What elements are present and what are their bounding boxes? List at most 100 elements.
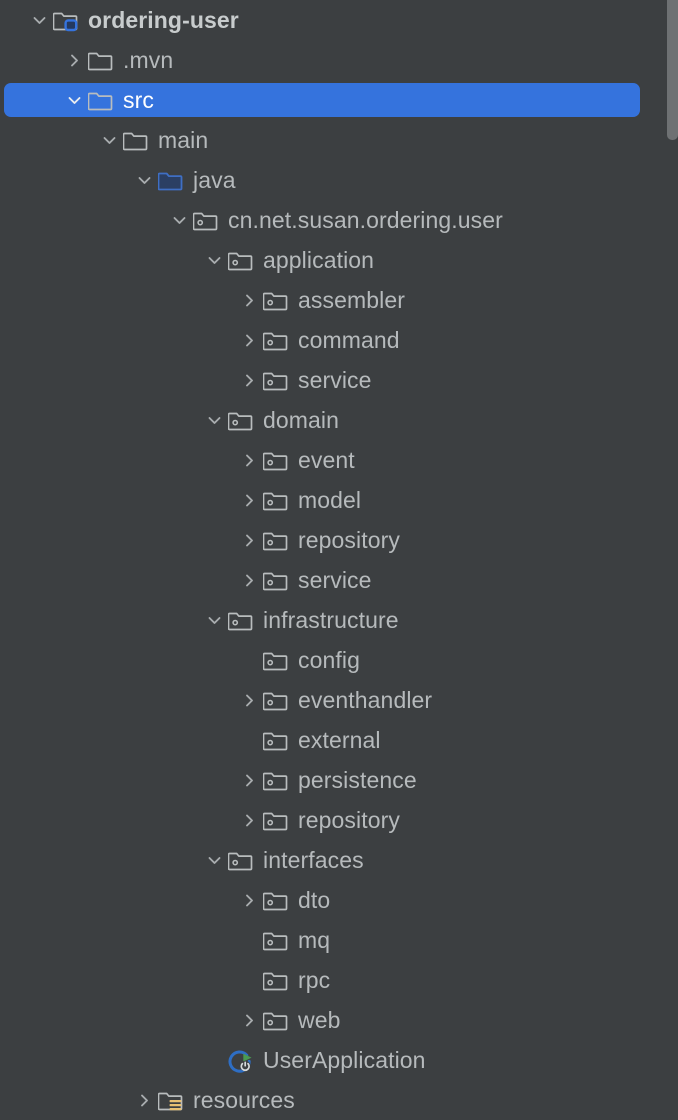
package-icon [262, 320, 292, 360]
chevron-placeholder [236, 640, 262, 680]
tree-row[interactable]: interfaces [0, 840, 678, 880]
chevron-right-icon[interactable] [236, 520, 262, 560]
tree-row[interactable]: infrastructure [0, 600, 678, 640]
package-icon [262, 960, 292, 1000]
tree-row[interactable]: persistence [0, 760, 678, 800]
package-icon [262, 560, 292, 600]
tree-row[interactable]: repository [0, 800, 678, 840]
package-icon [262, 920, 292, 960]
tree-row[interactable]: src [0, 80, 678, 120]
tree-row-label: web [298, 1007, 341, 1033]
tree-row[interactable]: assembler [0, 280, 678, 320]
tree-row[interactable]: resources [0, 1080, 678, 1120]
tree-row[interactable]: cn.net.susan.ordering.user [0, 200, 678, 240]
tree-row[interactable]: command [0, 320, 678, 360]
chevron-right-icon[interactable] [236, 440, 262, 480]
package-icon [262, 800, 292, 840]
vertical-scrollbar-thumb[interactable] [667, 0, 678, 140]
tree-row[interactable]: application [0, 240, 678, 280]
chevron-right-icon[interactable] [131, 1080, 157, 1120]
tree-row[interactable]: ordering-user [0, 0, 678, 40]
package-icon [262, 760, 292, 800]
tree-row[interactable]: eventhandler [0, 680, 678, 720]
chevron-right-icon[interactable] [236, 360, 262, 400]
tree-row[interactable]: java [0, 160, 678, 200]
chevron-right-icon[interactable] [236, 800, 262, 840]
tree-row-label: eventhandler [298, 687, 433, 713]
chevron-right-icon[interactable] [236, 760, 262, 800]
tree-row-label: domain [263, 407, 340, 433]
resources-folder-icon [157, 1080, 187, 1120]
chevron-right-icon[interactable] [236, 560, 262, 600]
chevron-down-icon[interactable] [201, 600, 227, 640]
tree-row[interactable]: service [0, 560, 678, 600]
tree-row-label: service [298, 367, 372, 393]
chevron-down-icon[interactable] [26, 0, 52, 40]
chevron-down-icon[interactable] [201, 840, 227, 880]
folder-icon [87, 40, 117, 80]
tree-row-label: resources [193, 1087, 295, 1113]
chevron-down-icon[interactable] [61, 80, 87, 120]
source-root-folder-icon [157, 160, 187, 200]
chevron-right-icon[interactable] [236, 320, 262, 360]
tree-row[interactable]: mq [0, 920, 678, 960]
tree-row-label: cn.net.susan.ordering.user [228, 207, 503, 233]
chevron-right-icon[interactable] [236, 680, 262, 720]
tree-row-label: infrastructure [263, 607, 399, 633]
tree-row[interactable]: UserApplication [0, 1040, 678, 1080]
tree-row[interactable]: domain [0, 400, 678, 440]
package-icon [262, 280, 292, 320]
tree-row-label: command [298, 327, 400, 353]
package-icon [227, 840, 257, 880]
tree-row[interactable]: web [0, 1000, 678, 1040]
tree-row[interactable]: main [0, 120, 678, 160]
chevron-down-icon[interactable] [201, 240, 227, 280]
tree-row-label: ordering-user [88, 7, 239, 33]
tree-row-label: service [298, 567, 372, 593]
row-selection-highlight [4, 83, 640, 117]
tree-row-label: repository [298, 527, 400, 553]
package-icon [262, 440, 292, 480]
vertical-scrollbar-track[interactable] [667, 0, 678, 1118]
chevron-right-icon[interactable] [236, 480, 262, 520]
chevron-down-icon[interactable] [201, 400, 227, 440]
chevron-placeholder [236, 920, 262, 960]
tree-row[interactable]: event [0, 440, 678, 480]
chevron-placeholder [236, 960, 262, 1000]
tree-row-label: model [298, 487, 362, 513]
chevron-right-icon[interactable] [236, 280, 262, 320]
tree-row-label: .mvn [123, 47, 174, 73]
chevron-down-icon[interactable] [131, 160, 157, 200]
tree-row-label: dto [298, 887, 331, 913]
chevron-right-icon[interactable] [61, 40, 87, 80]
spring-boot-class-icon [227, 1040, 257, 1080]
chevron-down-icon[interactable] [166, 200, 192, 240]
chevron-right-icon[interactable] [236, 1000, 262, 1040]
tree-row-label: mq [298, 927, 331, 953]
tree-row[interactable]: service [0, 360, 678, 400]
tree-row[interactable]: config [0, 640, 678, 680]
tree-row[interactable]: model [0, 480, 678, 520]
tree-row-label: java [193, 167, 236, 193]
tree-row[interactable]: rpc [0, 960, 678, 1000]
package-icon [262, 640, 292, 680]
tree-row[interactable]: external [0, 720, 678, 760]
tree-row-label: rpc [298, 967, 331, 993]
tree-row-label: event [298, 447, 355, 473]
tree-row[interactable]: .mvn [0, 40, 678, 80]
package-icon [262, 360, 292, 400]
chevron-down-icon[interactable] [96, 120, 122, 160]
tree-row-label: external [298, 727, 381, 753]
package-icon [227, 400, 257, 440]
package-icon [262, 1000, 292, 1040]
tree-row[interactable]: repository [0, 520, 678, 560]
tree-row[interactable]: dto [0, 880, 678, 920]
package-icon [262, 880, 292, 920]
package-icon [262, 680, 292, 720]
chevron-placeholder [201, 1040, 227, 1080]
tree-row-label: config [298, 647, 360, 673]
tree-row-label: UserApplication [263, 1047, 426, 1073]
package-icon [227, 240, 257, 280]
chevron-right-icon[interactable] [236, 880, 262, 920]
